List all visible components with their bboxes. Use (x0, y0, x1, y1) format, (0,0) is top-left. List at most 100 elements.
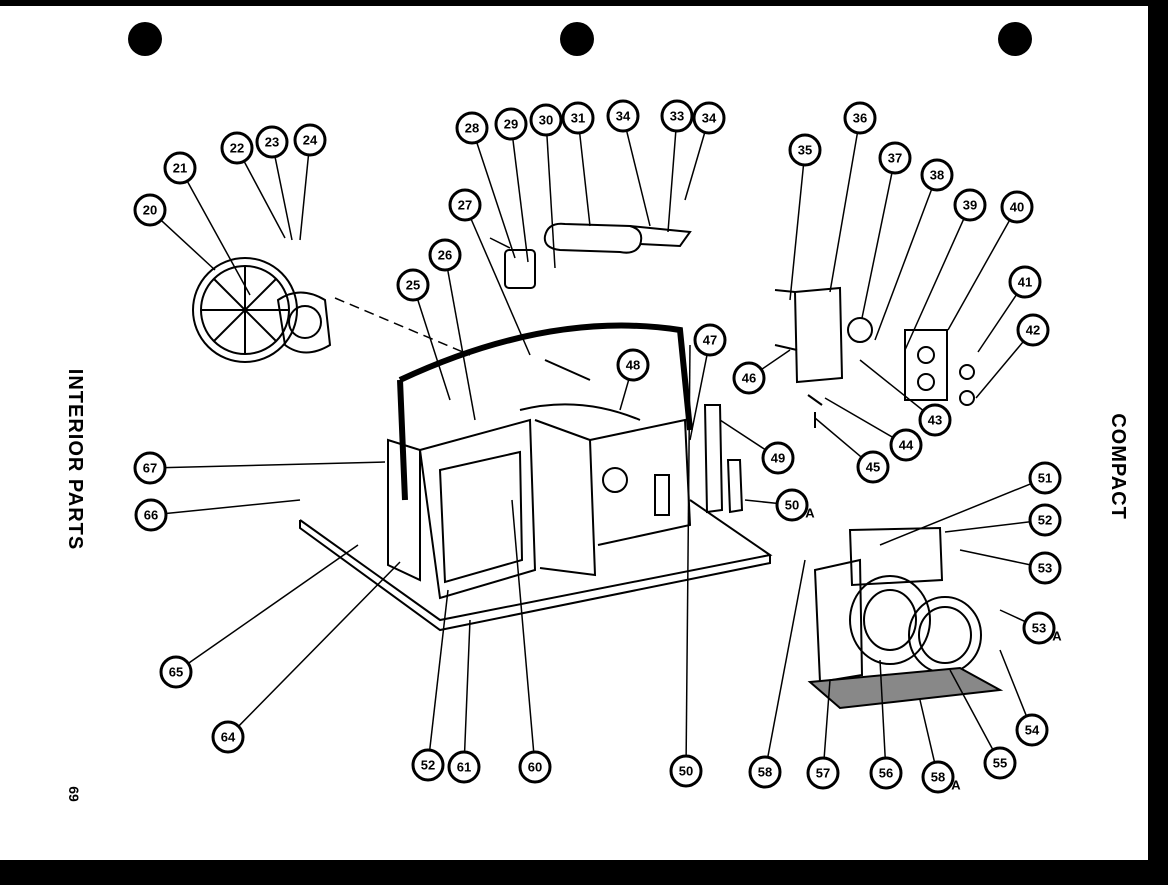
callout-leader-line (512, 138, 529, 263)
switch-assembly-drawing (774, 286, 975, 428)
callout-number: 45 (866, 460, 880, 475)
callout-39-19: 39 (904, 188, 987, 351)
callout-number: 47 (703, 333, 717, 348)
callout-bubble (921, 760, 955, 794)
callout-leader-line (829, 132, 859, 293)
callout-number: 50 (785, 498, 799, 513)
callout-number: 53 (1032, 621, 1046, 636)
callout-leader-line (959, 549, 1031, 566)
callout-number: 21 (173, 161, 187, 176)
callout-leader-line (814, 417, 863, 458)
callout-57-39: 57 (806, 679, 840, 790)
callout-bubble (529, 103, 563, 137)
callout-leader-line (874, 188, 933, 341)
callout-42-22: 42 (975, 313, 1050, 399)
callout-leader-line (949, 669, 994, 751)
callout-number: 40 (1010, 200, 1024, 215)
callout-bubble (1008, 265, 1042, 299)
callout-35-15: 35 (788, 133, 822, 301)
callout-bubble (211, 720, 245, 754)
callout-bubble (660, 99, 694, 133)
callout-number: 66 (144, 508, 158, 523)
callout-54-35: 54 (999, 649, 1049, 747)
callout-number: 54 (1025, 723, 1040, 738)
callout-48-28: 48 (616, 348, 650, 411)
callout-bubble (1028, 551, 1062, 585)
callout-25-5: 25 (396, 268, 451, 401)
callout-bubble (447, 750, 481, 784)
callout-number: 58 (931, 770, 945, 785)
callout-number: 65 (169, 665, 183, 680)
callout-suffix: A (951, 778, 961, 793)
callout-leader-line (428, 589, 449, 751)
callout-56-38: 56 (869, 659, 903, 790)
callout-bubble (133, 193, 167, 227)
callout-leader-line (299, 154, 310, 241)
callout-bubble (1028, 461, 1062, 495)
callout-number: 56 (879, 766, 893, 781)
callout-34-14: 34 (684, 101, 726, 201)
callout-bubble (133, 451, 167, 485)
callout-leader-line (619, 379, 630, 411)
capacitor-drawing (489, 222, 692, 289)
binder-hole-left (128, 22, 162, 56)
callout-67-48: 67 (133, 451, 386, 485)
callout-number: 35 (798, 143, 812, 158)
callout-number: 49 (771, 451, 785, 466)
frame-right-border (1148, 0, 1168, 885)
callout-leader-line (446, 269, 476, 421)
callout-leader-line (789, 164, 805, 301)
callout-40-20: 40 (947, 190, 1034, 331)
callout-bubble (220, 131, 254, 165)
callout-bubble (1000, 190, 1034, 224)
callout-bubble (869, 756, 903, 790)
callout-number: 67 (143, 461, 157, 476)
callout-leader-line (975, 341, 1024, 399)
callout-bubble (396, 268, 430, 302)
callout-number: 39 (963, 198, 977, 213)
callout-number: 46 (742, 371, 756, 386)
callout-28-8: 28 (455, 111, 516, 259)
callout-number: 34 (616, 109, 631, 124)
callout-24-4: 24 (293, 123, 327, 241)
callout-51-31: 51 (879, 461, 1062, 546)
callout-leader-line (685, 344, 691, 757)
callout-number: 28 (465, 121, 479, 136)
callout-leader-line (160, 219, 216, 271)
callout-bubble (693, 323, 727, 357)
callout-number: 33 (670, 109, 684, 124)
callout-leader-line (667, 130, 677, 233)
callout-leader-line (165, 499, 301, 515)
callout-37-17: 37 (861, 141, 912, 319)
frame-top-border (0, 0, 1168, 6)
callout-number: 22 (230, 141, 244, 156)
callout-leader-line (511, 499, 535, 753)
callout-bubble (806, 756, 840, 790)
callout-number: 23 (265, 135, 279, 150)
callout-bubble (1016, 313, 1050, 347)
callout-bubble (788, 133, 822, 167)
callout-50a-30: 50A (744, 488, 815, 522)
callout-suffix: A (1052, 629, 1062, 644)
callout-29-9: 29 (494, 107, 529, 263)
callout-leader-line (546, 134, 556, 269)
callout-leader-line (944, 521, 1031, 533)
callout-leader-line (164, 461, 386, 469)
callout-bubble (748, 755, 782, 789)
callout-bubble (1028, 503, 1062, 537)
callout-leader-line (760, 349, 791, 371)
callout-55-36: 55 (949, 669, 1017, 780)
callout-number: 43 (928, 413, 942, 428)
callout-52-32: 52 (944, 503, 1062, 537)
callout-bubble (983, 746, 1017, 780)
callout-leader-line (470, 218, 531, 356)
callout-number: 58 (758, 765, 772, 780)
callout-bubble (920, 158, 954, 192)
callout-leader-line (767, 559, 806, 758)
callout-bubble (606, 99, 640, 133)
callout-61-43: 61 (447, 619, 481, 784)
callout-bubble (163, 151, 197, 185)
callout-bubble (856, 450, 890, 484)
callout-66-47: 66 (134, 498, 301, 532)
callout-22-2: 22 (220, 131, 286, 239)
